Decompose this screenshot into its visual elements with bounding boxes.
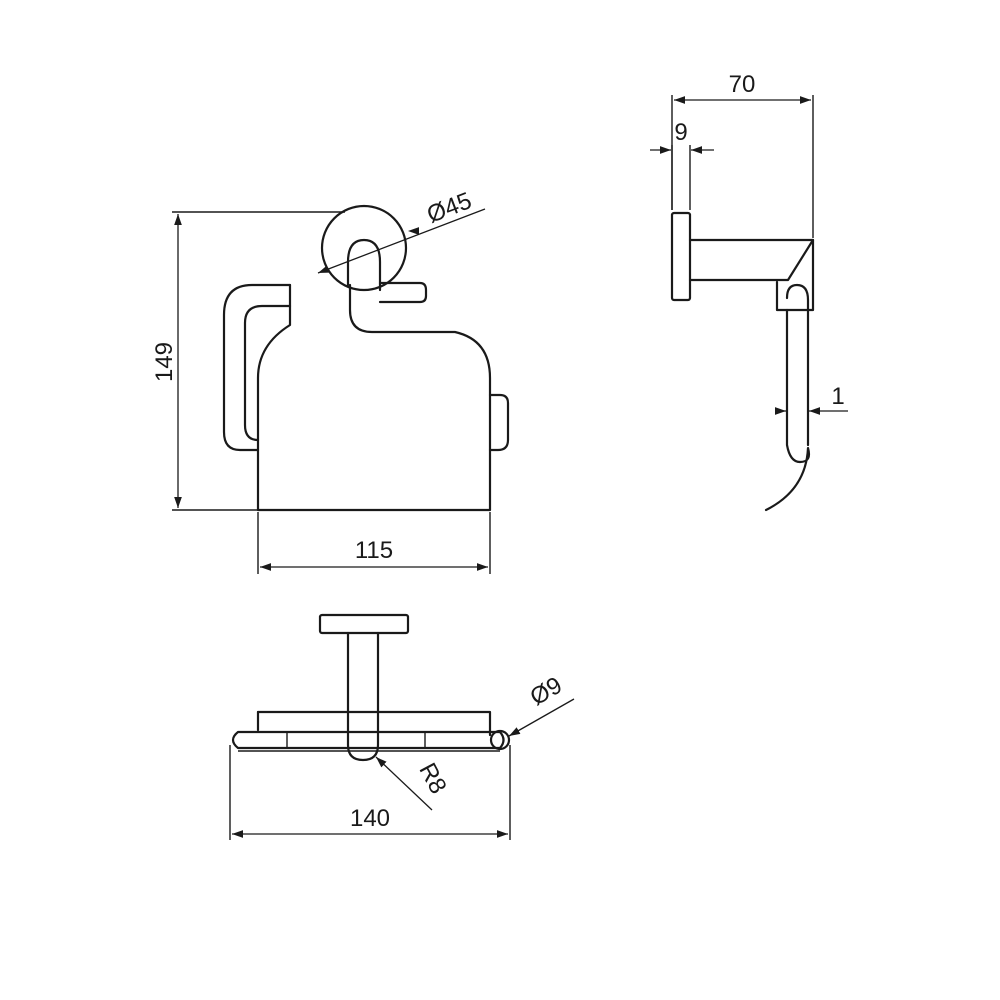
arm-end-block	[775, 238, 815, 312]
top-rod	[231, 730, 505, 750]
side-view	[670, 211, 815, 512]
top-rod-end	[489, 729, 511, 751]
spindle-arm	[222, 283, 292, 452]
rod-diameter-leader	[508, 698, 575, 737]
top-dimensions: 140 Ø9 R8	[229, 672, 575, 840]
top-wall-plate	[318, 613, 410, 635]
flap-gap-label: 1	[831, 383, 844, 410]
radius-label: R8	[413, 759, 451, 799]
cover-plate	[256, 283, 492, 512]
side-tab	[488, 393, 510, 452]
side-dimensions: 70 9 1	[650, 71, 848, 415]
cover-flap	[785, 308, 802, 464]
side-arm	[688, 238, 815, 282]
rosette-circle	[320, 204, 408, 292]
wall-plate	[670, 211, 692, 302]
cover-flap-inner	[785, 283, 810, 447]
hanging-loop	[346, 238, 382, 292]
flap-lip	[764, 446, 811, 512]
top-stem	[346, 631, 380, 762]
width-front-label: 115	[355, 537, 393, 564]
depth-label: 70	[729, 71, 756, 98]
width-top-label: 140	[350, 805, 390, 832]
front-dimensions: 149 Ø45 115	[151, 187, 491, 574]
rod-diameter-label: Ø9	[526, 672, 567, 711]
spindle-arm-inner	[243, 304, 292, 442]
top-cover-plate	[256, 710, 492, 737]
top-view	[231, 613, 511, 762]
radius-leader	[375, 756, 433, 811]
front-view	[222, 204, 510, 512]
roll-diameter-leader	[317, 208, 486, 274]
height-label: 149	[151, 342, 178, 382]
rod-end-right	[378, 281, 428, 304]
plate-thickness-label: 9	[674, 119, 687, 146]
